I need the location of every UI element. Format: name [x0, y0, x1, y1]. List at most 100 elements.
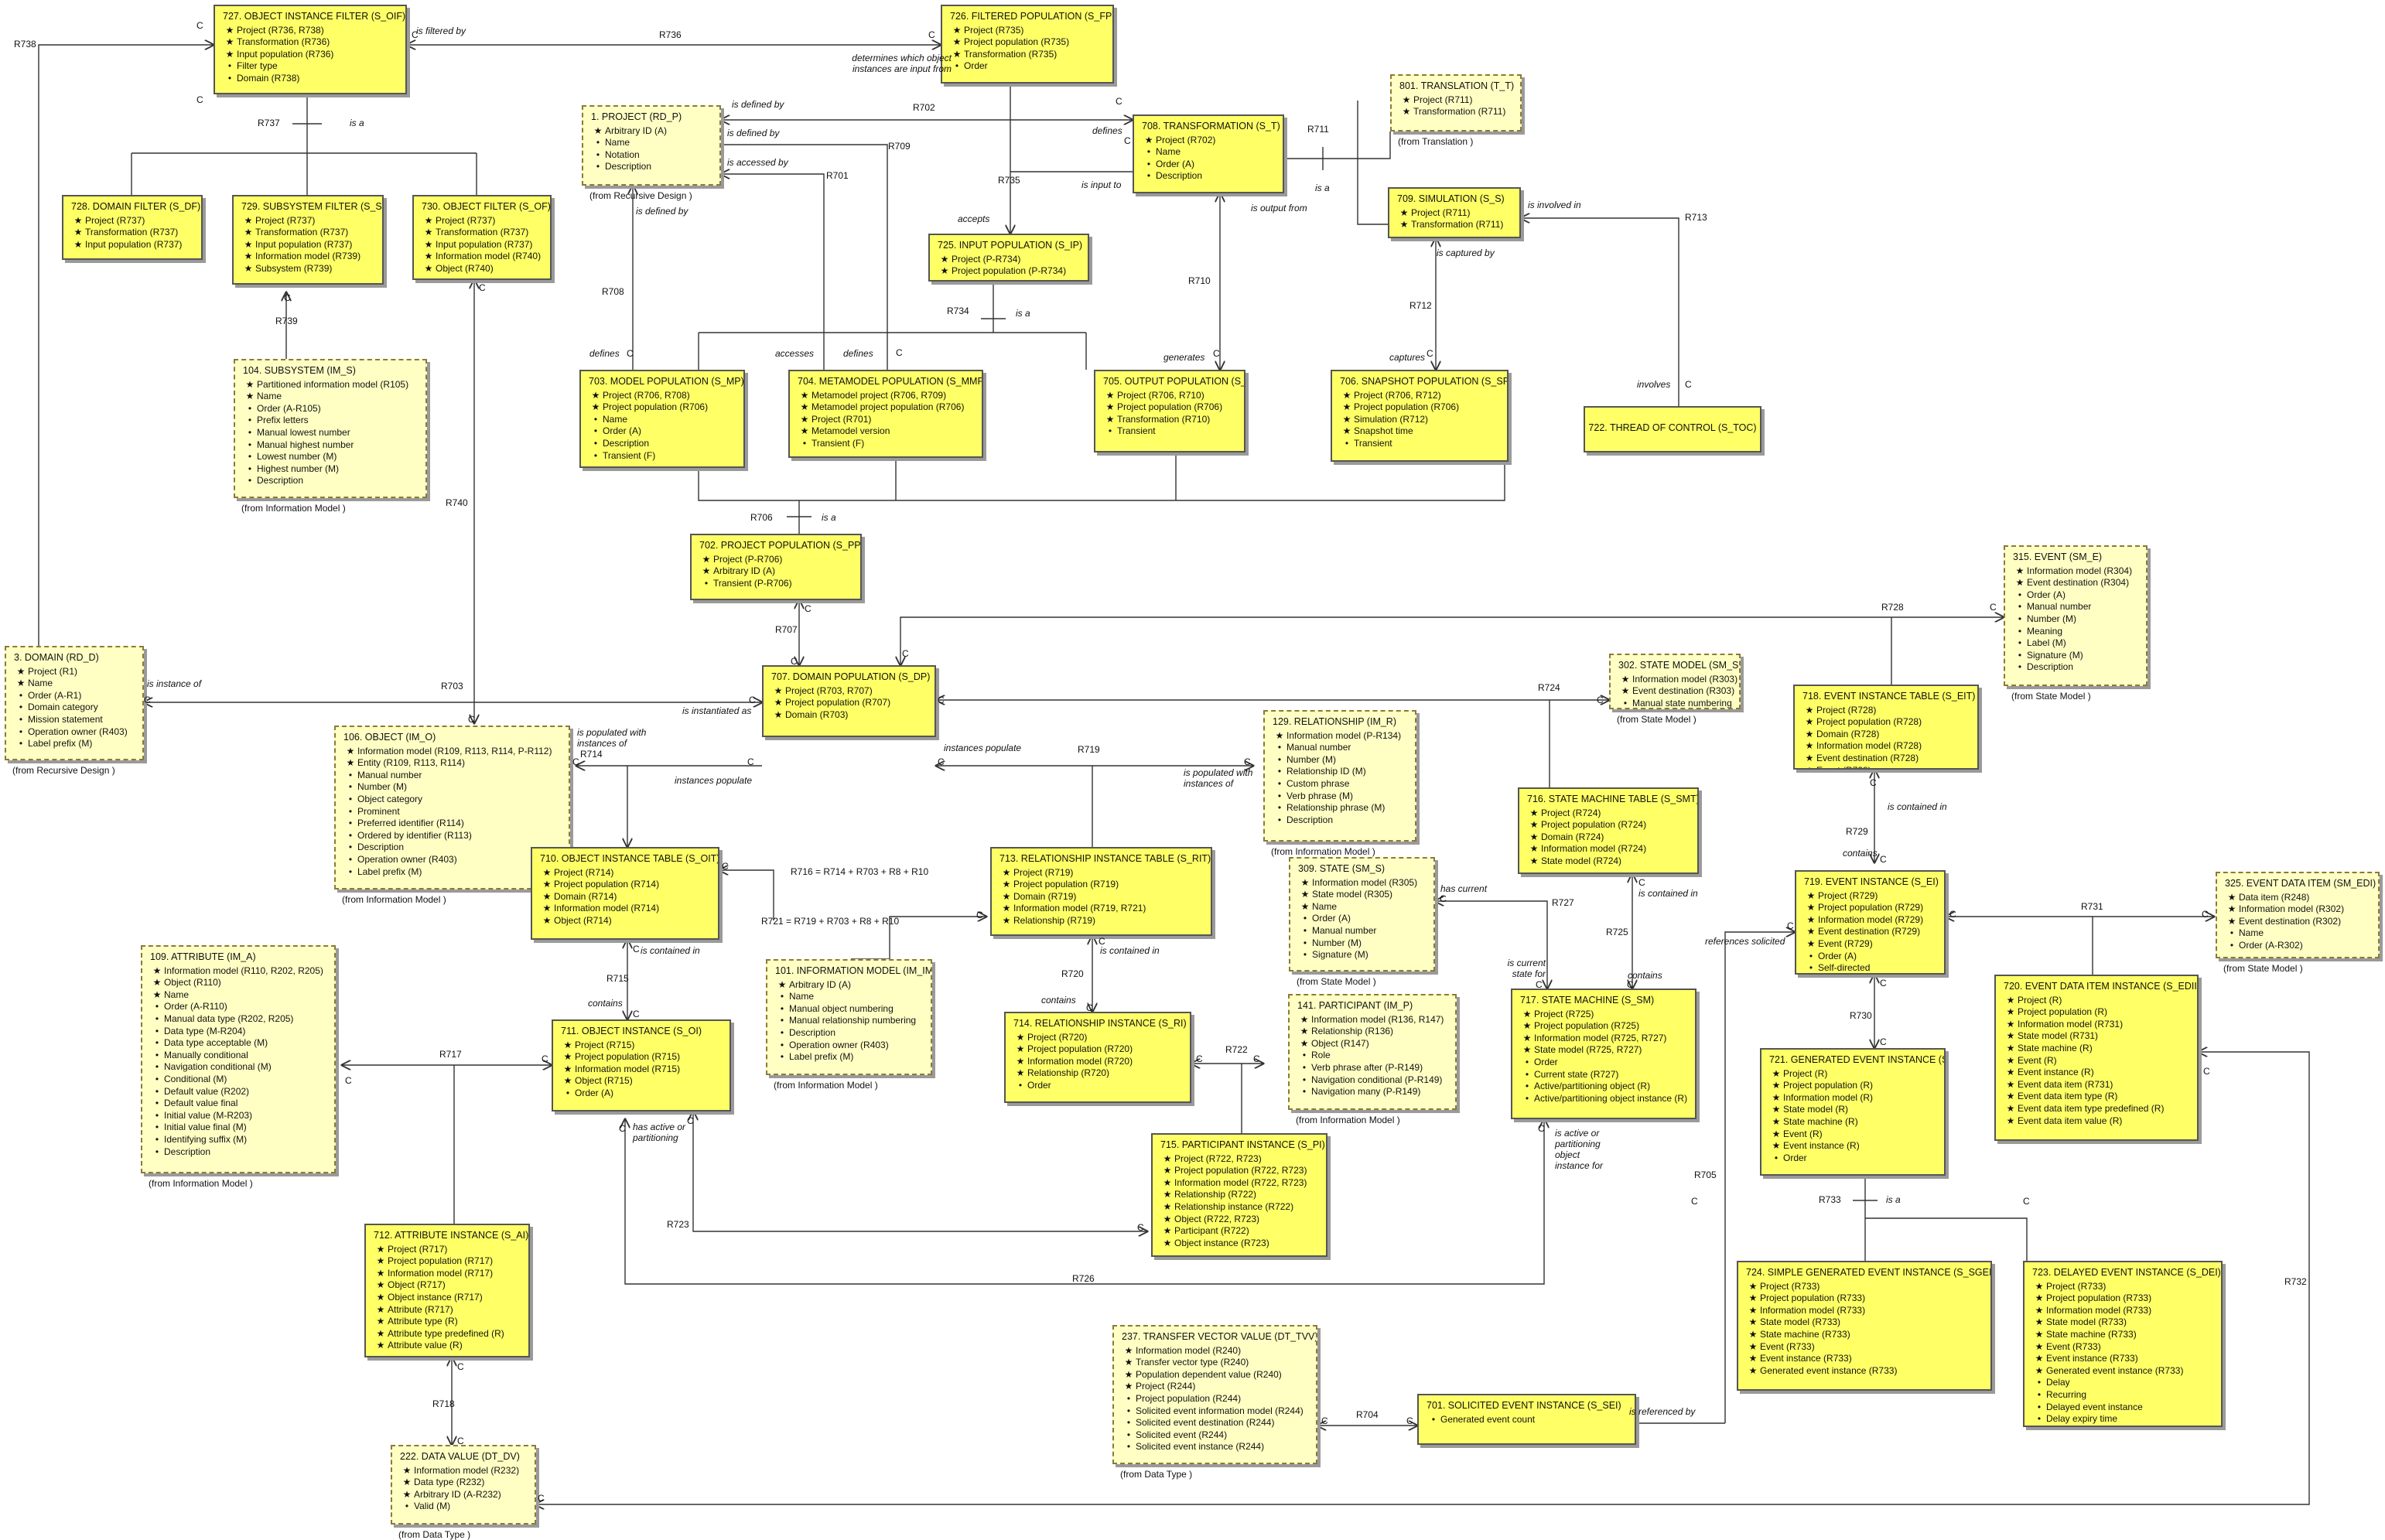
- class-box-tvv[interactable]: 237. TRANSFER VECTOR VALUE (DT_TVV)★Info…: [1112, 1325, 1317, 1464]
- class-box-rdd[interactable]: 3. DOMAIN (RD_D)★Project (R1)★Name•Order…: [5, 646, 144, 760]
- class-box-dei[interactable]: 723. DELAYED EVENT INSTANCE (S_DEI)★Proj…: [2023, 1261, 2223, 1427]
- class-box-ip[interactable]: 725. INPUT POPULATION (S_IP)★Project (P-…: [928, 234, 1089, 282]
- class-box-smt[interactable]: 716. STATE MACHINE TABLE (S_SMT)★Project…: [1518, 787, 1699, 874]
- identifier-star-icon: ★: [1529, 831, 1539, 842]
- class-box-pi[interactable]: 715. PARTICIPANT INSTANCE (S_PI)★Project…: [1151, 1133, 1327, 1257]
- class-box-imr[interactable]: 129. RELATIONSHIP (IM_R)★Information mod…: [1263, 710, 1416, 842]
- attribute-text: Name: [1156, 146, 1181, 158]
- identifier-star-icon: ★: [2227, 903, 2236, 915]
- class-box-imim[interactable]: 101. INFORMATION MODEL (IM_IM)★Arbitrary…: [766, 959, 932, 1075]
- attribute-bullet-icon: •: [593, 449, 598, 461]
- class-box-sp[interactable]: 706. SNAPSHOT POPULATION (S_SP)★Project …: [1331, 370, 1509, 462]
- class-title: 705. OUTPUT POPULATION (S_OP): [1103, 376, 1245, 387]
- class-box-pp[interactable]: 702. PROJECT POPULATION (S_PP)★Project (…: [690, 534, 862, 600]
- attribute-row: ★Project (R733): [2032, 1281, 2213, 1293]
- relationship-label: defines: [589, 348, 620, 359]
- class-box-sms[interactable]: 309. STATE (SM_S)★Information model (R30…: [1289, 857, 1435, 971]
- attribute-row: •Order (A-R302): [2225, 940, 2370, 952]
- class-box-st[interactable]: 708. TRANSFORMATION (S_T)★Project (R702)…: [1133, 114, 1284, 193]
- class-box-ss[interactable]: 709. SIMULATION (S_S)★Project (R711)★Tra…: [1388, 187, 1521, 238]
- class-box-ima[interactable]: 109. ATTRIBUTE (IM_A)★Information model …: [141, 945, 336, 1173]
- attribute-text: Manually conditional: [164, 1049, 248, 1060]
- class-box-ri[interactable]: 714. RELATIONSHIP INSTANCE (S_RI)★Projec…: [1004, 1012, 1191, 1103]
- identifier-star-icon: ★: [591, 389, 600, 401]
- relationship-label: accesses: [775, 348, 815, 359]
- class-box-oif[interactable]: 727. OBJECT INSTANCE FILTER (S_OIF) ★Proj…: [214, 5, 407, 94]
- multiplicity-mark: C: [1627, 979, 1634, 990]
- class-title: 722. THREAD OF CONTROL (S_TOC): [1588, 422, 1757, 434]
- attribute-text: Project population (R728): [1816, 716, 1922, 728]
- attribute-row: •Name: [591, 137, 712, 149]
- relationship-label: is defined by: [636, 206, 689, 217]
- attribute-text: Project population (R735): [964, 36, 1070, 48]
- attribute-text: Attribute type (R): [388, 1316, 458, 1327]
- class-box-sm[interactable]: 717. STATE MACHINE (S_SM)★Project (R725)…: [1511, 989, 1696, 1119]
- attribute-bullet-icon: •: [248, 463, 252, 474]
- attribute-row: •Lowest number (M): [243, 451, 418, 463]
- class-box-sme[interactable]: 315. EVENT (SM_E)★Information model (R30…: [2004, 545, 2148, 686]
- attribute-row: •Description: [150, 1146, 326, 1159]
- class-box-mmp[interactable]: 704. METAMODEL POPULATION (S_MMP)★Metamo…: [788, 370, 983, 458]
- relationship-label: is contained in: [641, 945, 700, 956]
- attribute-row: •Data type acceptable (M): [150, 1037, 326, 1050]
- attribute-list: ★Project (R)★Project population (R)★Info…: [1769, 1068, 1936, 1165]
- class-title: 109. ATTRIBUTE (IM_A): [150, 951, 256, 962]
- package-note: (from Information Model ): [342, 894, 446, 905]
- attribute-text: Custom phrase: [1286, 777, 1350, 789]
- attribute-text: Label prefix (M): [357, 866, 422, 877]
- attribute-row: ★Information model (R728): [1802, 740, 1970, 753]
- attribute-row: •Number (M): [343, 781, 561, 794]
- class-title: 727. OBJECT INSTANCE FILTER (S_OIF): [223, 11, 406, 22]
- class-box-dp[interactable]: 707. DOMAIN POPULATION (S_DP)★Project (R…: [762, 665, 936, 737]
- attribute-text: Name: [603, 413, 628, 425]
- class-box-eit[interactable]: 718. EVENT INSTANCE TABLE (S_EIT)★Projec…: [1793, 685, 1979, 770]
- identifier-star-icon: ★: [2006, 1091, 2015, 1102]
- identifier-star-icon: ★: [542, 890, 552, 902]
- identifier-star-icon: ★: [244, 251, 253, 262]
- class-box-oit[interactable]: 710. OBJECT INSTANCE TABLE (S_OIT)★Proje…: [531, 847, 719, 940]
- attribute-text: Project population (R): [2018, 1006, 2108, 1018]
- attribute-row: •Order (A): [561, 1088, 722, 1100]
- identifier-star-icon: ★: [1805, 740, 1814, 752]
- class-box-oi[interactable]: 711. OBJECT INSTANCE (S_OI)★Project (R71…: [552, 1019, 731, 1111]
- identifier-star-icon: ★: [225, 24, 234, 36]
- multiplicity-mark: C: [928, 29, 935, 40]
- class-box-edii[interactable]: 720. EVENT DATA ITEM INSTANCE (S_EDII)★P…: [1994, 975, 2199, 1141]
- class-box-gei[interactable]: 721. GENERATED EVENT INSTANCE (S_GEI)★Pr…: [1760, 1048, 1946, 1176]
- attribute-list: ★Project (R736, R738)★Transformation (R7…: [223, 25, 398, 85]
- class-box-toc[interactable]: 722. THREAD OF CONTROL (S_TOC): [1584, 406, 1761, 452]
- class-box-df[interactable]: 728. DOMAIN FILTER (S_DF)★Project (R737)…: [62, 195, 203, 260]
- class-box-mp[interactable]: 703. MODEL POPULATION (S_MP)★Project (R7…: [579, 370, 745, 468]
- class-box-tt[interactable]: 801. TRANSLATION (T_T)★Project (R711)★Tr…: [1390, 74, 1522, 131]
- multiplicity-mark: C: [412, 29, 419, 40]
- class-box-dv[interactable]: 222. DATA VALUE (DT_DV)★Information mode…: [391, 1445, 536, 1525]
- class-box-sei[interactable]: 701. SOLICITED EVENT INSTANCE (S_SEI)•Ge…: [1417, 1394, 1636, 1445]
- class-box-ei[interactable]: 719. EVENT INSTANCE (S_EI)★Project (R729…: [1795, 870, 1946, 975]
- identifier-star-icon: ★: [1748, 1364, 1758, 1376]
- class-box-op[interactable]: 705. OUTPUT POPULATION (S_OP)★Project (R…: [1094, 370, 1245, 452]
- class-box-fp[interactable]: 726. FILTERED POPULATION (S_FP)★Project …: [941, 5, 1114, 84]
- class-box-rit[interactable]: 713. RELATIONSHIP INSTANCE TABLE (S_RIT)…: [990, 847, 1212, 936]
- attribute-bullet-icon: •: [1809, 962, 1813, 974]
- class-box-sgei[interactable]: 724. SIMPLE GENERATED EVENT INSTANCE (S_…: [1737, 1261, 1992, 1391]
- class-box-mp141[interactable]: 141. PARTICIPANT (IM_P)★Information mode…: [1288, 994, 1457, 1110]
- attribute-text: Arbitrary ID (A): [713, 565, 776, 577]
- package-note: (from Information Model ): [149, 1178, 253, 1189]
- multiplicity-mark: C: [938, 695, 945, 705]
- class-box-edi[interactable]: 325. EVENT DATA ITEM (SM_EDI)★Data item …: [2216, 872, 2380, 958]
- class-title: 706. SNAPSHOT POPULATION (S_SP): [1340, 376, 1509, 387]
- class-box-sf[interactable]: 729. SUBSYSTEM FILTER (S_SF)★Project (R7…: [232, 195, 384, 285]
- class-box-ims[interactable]: 104. SUBSYSTEM (IM_S)★Partitioned inform…: [234, 359, 427, 498]
- identifier-star-icon: ★: [346, 745, 355, 756]
- class-box-smsm[interactable]: 302. STATE MODEL (SM_SM)★Information mod…: [1609, 654, 1741, 709]
- class-box-ai[interactable]: 712. ATTRIBUTE INSTANCE (S_AI)★Project (…: [364, 1224, 530, 1357]
- attribute-text: Relationship (R722): [1174, 1189, 1257, 1200]
- attribute-text: Information model (R740): [436, 251, 542, 262]
- relationship-label: R702: [913, 102, 935, 113]
- class-box-rdp[interactable]: 1. PROJECT (RD_P)★Arbitrary ID (A)•Name•…: [582, 105, 721, 186]
- attribute-text: Order (A-R110): [164, 1001, 227, 1012]
- attribute-text: Information model (R733): [1760, 1304, 1866, 1316]
- identifier-star-icon: ★: [244, 214, 253, 226]
- class-box-of[interactable]: 730. OBJECT FILTER (S_OF)★Project (R737)…: [412, 195, 552, 280]
- identifier-star-icon: ★: [1300, 876, 1310, 888]
